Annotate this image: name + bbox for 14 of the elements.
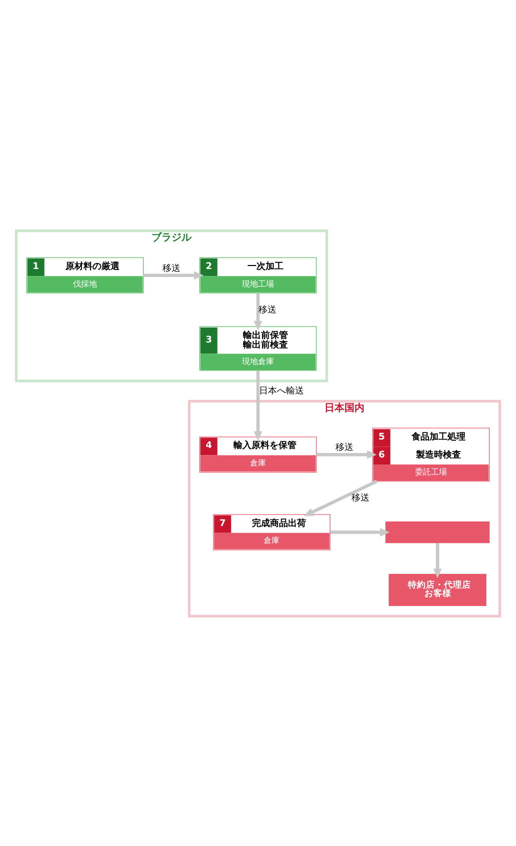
arrow — [330, 528, 390, 536]
arrow — [254, 292, 262, 330]
node-box — [385, 520, 490, 543]
arrow — [304, 479, 378, 516]
edge-label: 移送 — [162, 262, 181, 274]
arrow — [316, 450, 377, 458]
arrow — [254, 370, 262, 440]
arrow — [433, 542, 442, 578]
edge-label: 日本へ輸送 — [259, 384, 304, 396]
edge-label: 移送 — [335, 442, 354, 453]
edge-label: 移送 — [258, 304, 276, 315]
edge-label: 移送 — [352, 492, 370, 503]
arrow — [143, 270, 204, 280]
node-box: 特約店・代理店 お客様 — [388, 573, 486, 606]
